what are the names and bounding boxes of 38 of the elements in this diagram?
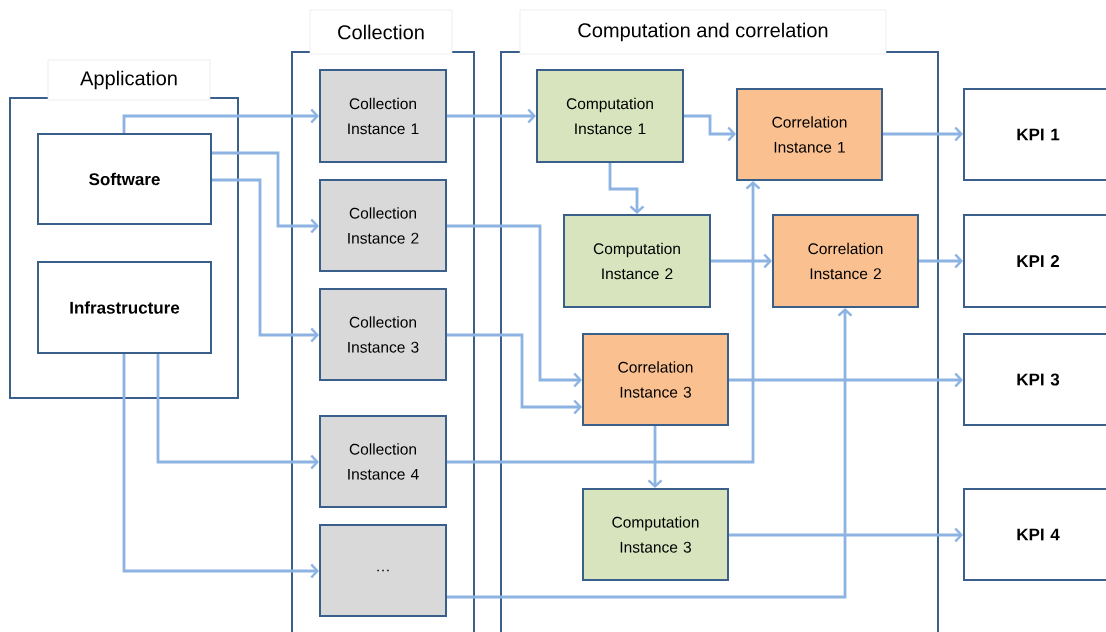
component-box: Software <box>37 133 212 225</box>
arrow <box>212 151 319 234</box>
arrow <box>447 333 582 415</box>
instance-box: Collection Instance 4 <box>319 415 447 508</box>
arrow <box>447 224 582 388</box>
instance-box: Correlation Instance 3 <box>582 333 729 426</box>
node-label: Application <box>80 70 177 90</box>
component-box: KPI 1 <box>963 88 1106 181</box>
arrow <box>122 108 319 133</box>
instance-box: Computation Instance 1 <box>536 69 684 163</box>
instance-box: Computation Instance 3 <box>582 488 729 581</box>
component-box: KPI 4 <box>963 488 1106 581</box>
instance-box: Correlation Instance 1 <box>736 88 883 181</box>
arrow <box>684 114 736 142</box>
arrow <box>883 126 963 142</box>
arrow <box>729 372 963 388</box>
instance-box: Collection Instance 1 <box>319 69 447 163</box>
arrow <box>447 108 536 124</box>
instance-box: Correlation Instance 2 <box>772 214 919 308</box>
arrow <box>608 163 645 214</box>
instance-box: … <box>319 524 447 617</box>
arrow <box>122 354 319 579</box>
component-box: KPI 2 <box>963 214 1106 308</box>
instance-box: Collection Instance 2 <box>319 179 447 272</box>
arrow <box>212 178 319 343</box>
node-label: Computation and correlation <box>578 22 828 42</box>
node-label: Collection <box>338 24 424 40</box>
arrow <box>447 308 853 599</box>
instance-box: Computation Instance 2 <box>563 214 711 308</box>
arrow <box>919 253 963 269</box>
arrow <box>729 527 963 543</box>
arrow <box>647 426 663 488</box>
component-box: Infrastructure <box>37 261 212 354</box>
component-box: KPI 3 <box>963 333 1106 426</box>
arrow <box>156 354 319 470</box>
arrow <box>447 181 761 464</box>
instance-box: Collection Instance 3 <box>319 288 447 381</box>
arrow <box>711 253 772 269</box>
